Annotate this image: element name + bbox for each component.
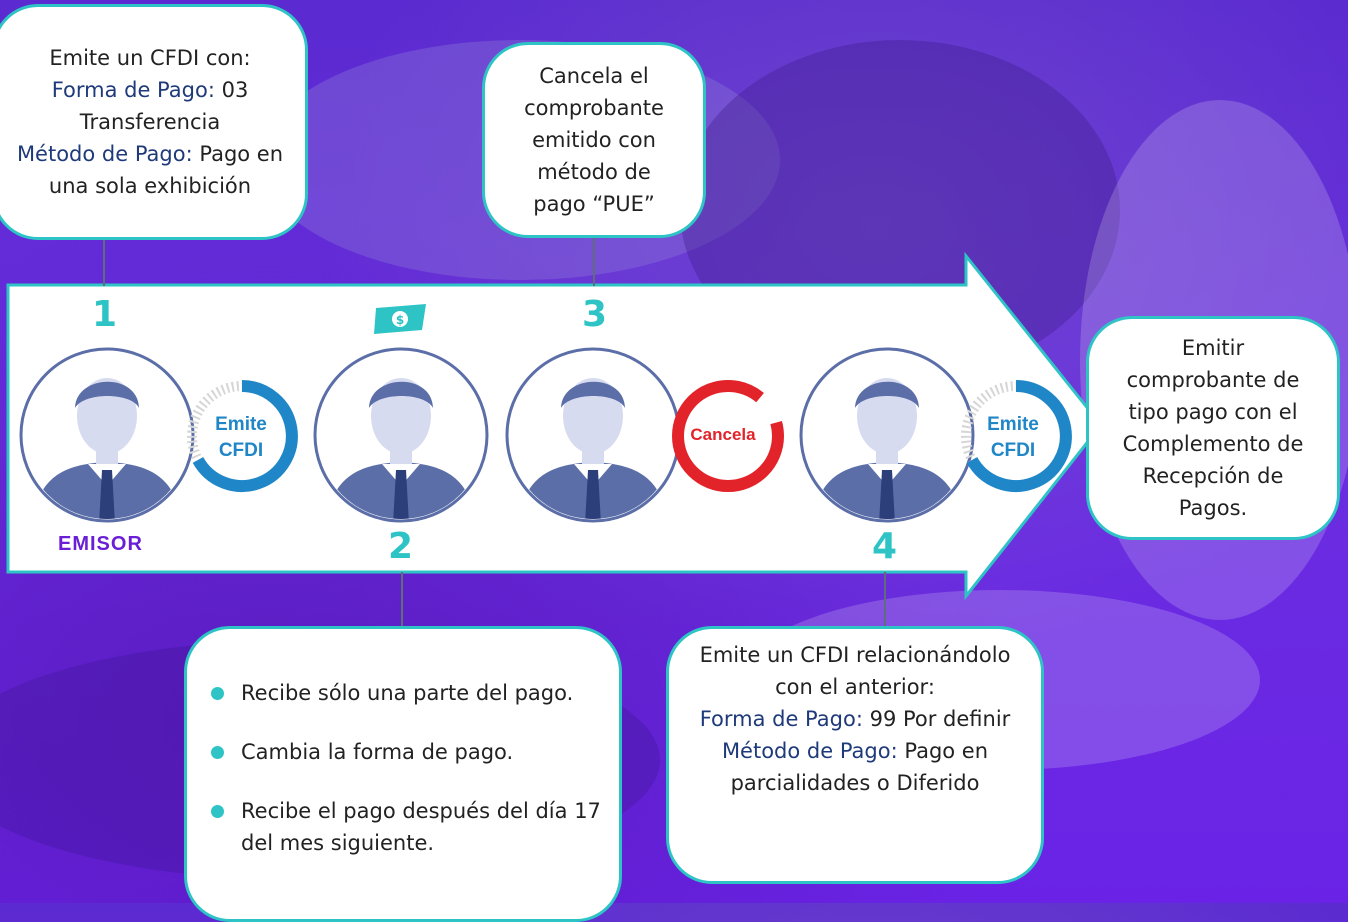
cancela-ring-icon	[672, 380, 784, 492]
emite-cfdi-ring-icon	[187, 380, 298, 492]
cancela-label: Cancela	[690, 425, 756, 444]
final-line: comprobante de	[1126, 368, 1300, 392]
person-avatar-icon	[799, 347, 975, 523]
final-line: Emitir	[1181, 336, 1245, 360]
step-number-2: 2	[388, 526, 414, 567]
step2-bullet: Recibe sólo una parte del pago.	[211, 677, 611, 709]
step1-box: Emite un CFDI con: Forma de Pago: 03 Tra…	[0, 4, 308, 240]
step4-forma-line: Forma de Pago: 99 Por definir	[700, 703, 1011, 735]
step3-line: pago “PUE”	[533, 192, 655, 216]
money-bill-icon: $	[374, 304, 426, 334]
step1-metodo-line: Método de Pago: Pago en	[17, 138, 283, 170]
bullet-dot-icon	[211, 746, 224, 759]
step4-line1: Emite un CFDI relacionándolo	[699, 643, 1011, 667]
connector-1	[103, 238, 105, 286]
step3-line: Cancela el	[539, 64, 649, 88]
step4-line5: parcialidades o Diferido	[730, 771, 980, 795]
final-line: tipo pago con el	[1128, 400, 1298, 424]
step1-metodo-label: Método de Pago:	[16, 142, 193, 166]
step2-bullet: Cambia la forma de pago.	[211, 736, 611, 768]
final-line: Recepción de	[1142, 464, 1284, 488]
emite-cfdi-ring-icon	[961, 380, 1072, 492]
person-avatar-icon	[19, 347, 195, 523]
step4-metodo-value: Pago en	[897, 739, 989, 763]
step4-forma-label: Forma de Pago:	[699, 707, 863, 731]
bullet-dot-icon	[211, 687, 224, 700]
person-avatar-icon	[313, 347, 489, 523]
step1-forma-line: Forma de Pago: 03	[52, 74, 249, 106]
step4-metodo-label: Método de Pago:	[721, 739, 898, 763]
step4-metodo-line: Método de Pago: Pago en	[722, 735, 988, 767]
final-line: Complemento de	[1122, 432, 1304, 456]
person-avatar-icon	[505, 347, 681, 523]
step1-forma-label: Forma de Pago:	[51, 78, 215, 102]
connector-4	[884, 572, 886, 626]
step-number-1: 1	[92, 294, 118, 335]
final-box: Emitir comprobante de tipo pago con el C…	[1086, 316, 1340, 540]
step1-line5: una sola exhibición	[48, 174, 252, 198]
step1-metodo-value: Pago en	[192, 142, 284, 166]
svg-text:$: $	[396, 313, 404, 327]
connector-3	[593, 238, 595, 286]
bullet-dot-icon	[211, 805, 224, 818]
step3-line: comprobante	[524, 96, 664, 120]
step4-line2: con el anterior:	[775, 675, 935, 699]
final-line: Pagos.	[1178, 496, 1248, 520]
step4-forma-value: 99 Por definir	[862, 707, 1011, 731]
step2-bullet-list: Recibe sólo una parte del pago. Cambia l…	[211, 677, 611, 859]
step-number-3: 3	[582, 294, 608, 335]
emisor-label: EMISOR	[58, 533, 143, 555]
step2-box: Recibe sólo una parte del pago. Cambia l…	[184, 626, 622, 922]
step2-bullet: Recibe el pago después del día 17 del me…	[211, 795, 611, 859]
step1-line3: Transferencia	[79, 110, 221, 134]
step3-box: Cancela el comprobante emitido con métod…	[482, 42, 706, 238]
step4-box: Emite un CFDI relacionándolo con el ante…	[666, 626, 1044, 884]
step3-line: emitido con	[532, 128, 656, 152]
connector-2	[401, 572, 403, 626]
step1-forma-value: 03	[214, 78, 249, 102]
step-number-4: 4	[872, 526, 898, 567]
step1-line1: Emite un CFDI con:	[49, 46, 251, 70]
step3-line: método de	[537, 160, 651, 184]
